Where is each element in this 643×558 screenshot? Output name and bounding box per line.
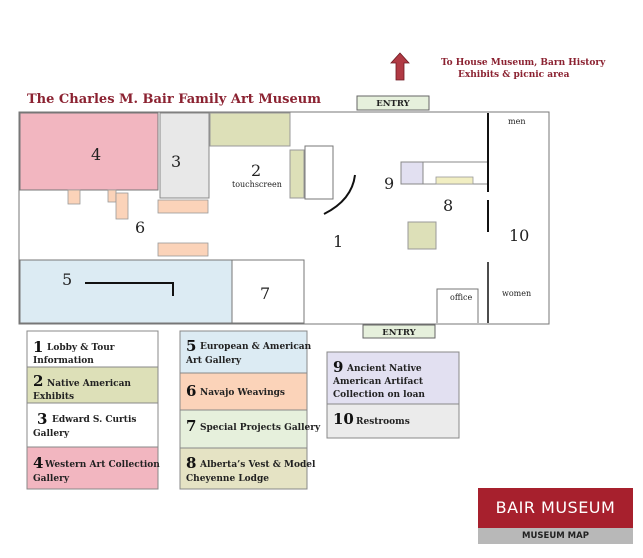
- room-5-wall: [85, 282, 174, 296]
- legend-item-10-swatch: [326, 403, 460, 439]
- office-room: [436, 288, 479, 323]
- room-number-3: 3: [171, 152, 181, 171]
- men-restroom-label: men: [508, 117, 525, 126]
- brand-subtitle: MUSEUM MAP: [478, 528, 633, 544]
- legend-item-5-line2: Art Gallery: [185, 356, 242, 366]
- legend-item-3-line1: Edward S. Curtis: [52, 415, 136, 425]
- direction-line-1: To House Museum, Barn History: [441, 58, 606, 68]
- entry-bottom[interactable]: [362, 324, 436, 339]
- legend-item-9-line3: Collection on loan: [333, 390, 425, 400]
- entry-bottom-label: ENTRY: [382, 328, 416, 338]
- weaving-panel: [107, 189, 117, 203]
- legend-item-1-number: 1: [33, 338, 43, 356]
- weaving-panel: [67, 189, 81, 205]
- touchscreen-label: touchscreen: [232, 180, 282, 189]
- legend-item-4-line1: Western Art Collection: [44, 460, 160, 470]
- map-title: The Charles M. Bair Family Art Museum: [27, 92, 321, 107]
- room-2-partition: [304, 145, 334, 200]
- legend-item-2-number: 2: [33, 372, 43, 390]
- legend-item-10-line1: Restrooms: [356, 417, 410, 427]
- weaving-panel: [157, 242, 209, 257]
- brand-name: BAIR MUSEUM: [478, 488, 633, 528]
- room-5-european-american: [19, 259, 233, 324]
- direction-line-2: Exhibits & picnic area: [458, 70, 570, 80]
- bair-museum-logo: BAIR MUSEUM MUSEUM MAP: [478, 488, 633, 548]
- legend-item-3-number: 3: [37, 410, 47, 428]
- legend-item-1: 1 Lobby & Tour Information: [26, 330, 159, 368]
- legend-item-3: 3 Edward S. Curtis Gallery: [26, 402, 159, 448]
- entry-top[interactable]: [356, 95, 430, 111]
- legend-item-4-swatch: [26, 446, 159, 490]
- room-number-8: 8: [443, 196, 453, 215]
- legend-item-10: 10 Restrooms: [326, 403, 460, 439]
- legend-item-1-swatch: [26, 330, 159, 368]
- room-7-special-projects: [231, 259, 305, 324]
- legend-item-4-line2: Gallery: [33, 474, 70, 484]
- legend-item-8-line1: Alberta’s Vest & Model: [199, 460, 316, 470]
- legend-item-10-number: 10: [333, 410, 354, 428]
- room-number-9: 9: [384, 174, 394, 193]
- weaving-panel: [115, 192, 129, 220]
- native-american-strip: [289, 149, 305, 199]
- legend-item-7-line1: Special Projects Gallery: [200, 423, 321, 433]
- legend-item-6-number: 6: [186, 382, 196, 400]
- legend-item-5-line1: European & American: [200, 342, 312, 352]
- legend-item-6-line1: Navajo Weavings: [200, 388, 285, 398]
- legend-item-8: 8 Alberta’s Vest & Model Cheyenne Lodge: [179, 447, 316, 490]
- legend-item-4-number: 4: [33, 454, 43, 472]
- legend-item-1-line1: Lobby & Tour: [47, 343, 115, 353]
- legend-item-5-number: 5: [186, 337, 196, 355]
- women-restroom-label: women: [502, 289, 531, 298]
- legend-item-7-number: 7: [186, 417, 196, 435]
- entry-top-label: ENTRY: [376, 99, 410, 109]
- room-3-curtis-gallery: [159, 112, 210, 199]
- legend-item-7-swatch: [179, 409, 308, 449]
- legend-item-5-swatch: [179, 330, 308, 374]
- weaving-panel: [157, 199, 209, 214]
- room-number-2: 2: [251, 161, 261, 180]
- legend-item-9-number: 9: [333, 358, 343, 376]
- legend-item-2: 2 Native American Exhibits: [26, 366, 159, 404]
- legend-item-2-line1: Native American: [47, 379, 131, 389]
- room-4-western-art: [19, 112, 159, 191]
- room-8-lodge-model: [407, 221, 437, 250]
- legend-item-9-line2: American Artifact: [332, 377, 424, 387]
- artifact-shelf: [435, 176, 474, 185]
- legend-item-1-line2: Information: [33, 356, 94, 366]
- legend-item-2-line2: Exhibits: [33, 392, 74, 402]
- legend-item-9-line1: Ancient Native: [346, 364, 422, 374]
- room-number-10: 10: [509, 226, 529, 245]
- legend-item-3-line2: Gallery: [33, 429, 70, 439]
- legend-item-7: 7 Special Projects Gallery: [179, 409, 321, 449]
- legend-item-3-swatch: [26, 402, 159, 448]
- room-number-7: 7: [260, 284, 270, 303]
- legend-item-4: 4 Western Art Collection Gallery: [26, 446, 160, 490]
- room-number-6: 6: [135, 218, 145, 237]
- up-arrow-icon: [390, 52, 410, 81]
- office-label: office: [450, 293, 473, 302]
- legend-item-8-number: 8: [186, 454, 196, 472]
- legend-item-2-swatch: [26, 366, 159, 404]
- legend-item-9-swatch: [326, 351, 460, 405]
- room-number-5: 5: [62, 270, 72, 289]
- legend-item-6: 6 Navajo Weavings: [179, 372, 308, 411]
- native-american-case: [209, 112, 291, 147]
- legend-item-8-swatch: [179, 447, 308, 490]
- room-number-4: 4: [91, 145, 101, 164]
- room-9-artifact-case: [400, 161, 424, 185]
- legend-item-5: 5 European & American Art Gallery: [179, 330, 312, 374]
- room-number-1: 1: [333, 232, 343, 251]
- legend-item-8-line2: Cheyenne Lodge: [186, 474, 269, 484]
- lobby-curved-wall: [323, 174, 356, 215]
- legend-item-9: 9 Ancient Native American Artifact Colle…: [326, 351, 460, 405]
